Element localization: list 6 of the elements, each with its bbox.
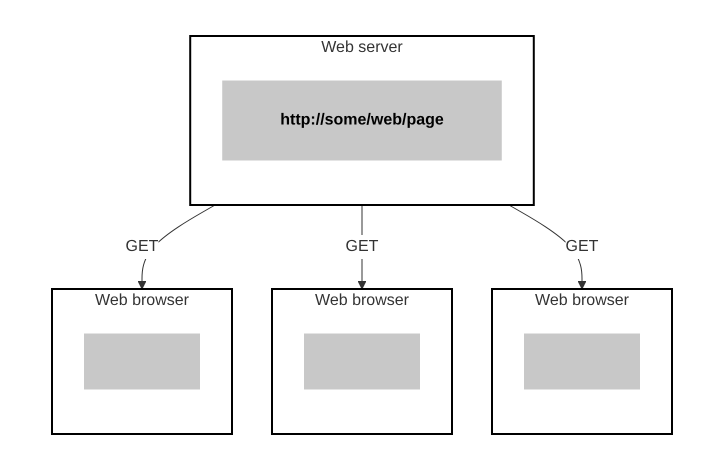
cluster: Web browser <box>51 288 233 434</box>
edge-label: GET <box>346 238 378 254</box>
cluster: Web browser <box>271 288 453 434</box>
edge-label: GET <box>126 238 158 254</box>
edge-label: GET <box>566 238 598 254</box>
cluster: Web browser <box>491 288 673 434</box>
